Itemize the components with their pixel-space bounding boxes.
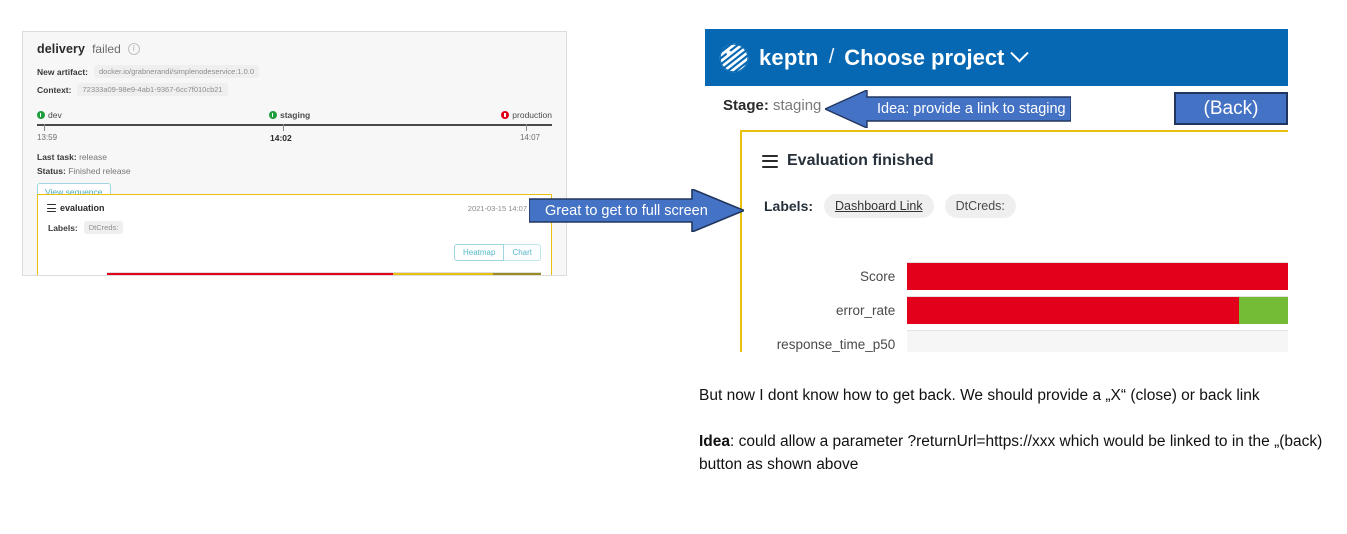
evaluation-labels-row: Labels: Dashboard Link DtCreds: (764, 194, 1288, 218)
evaluation-card-header: evaluation 2021-03-15 14:07 (46, 203, 541, 213)
heatmap-segment-warning[interactable] (393, 273, 494, 275)
last-task-value: release (79, 152, 107, 162)
timeline-tick (283, 124, 284, 131)
callout-great-to-get-to-full-screen: Great to get to full screen (529, 189, 744, 232)
status-row: Status: Finished release (37, 166, 552, 176)
last-task-row: Last task: release (37, 152, 552, 162)
arrow-right-shape (529, 189, 744, 232)
timeline-stage-dev[interactable]: dev (37, 110, 62, 120)
timeline-tick (526, 124, 527, 131)
arrow-left-shape (825, 90, 1071, 128)
project-selector-label: Choose project (844, 44, 1005, 70)
sequence-status: failed (92, 42, 121, 56)
heatmap-chart-toggle: Heatmap Chart (453, 244, 541, 261)
stage-row: Stage: staging (723, 97, 821, 114)
dot-red-icon (501, 111, 510, 119)
context-row: Context: 72333a09-98e9-4ab1-9367-6cc7f01… (37, 83, 552, 96)
heatmap-segment-fail[interactable] (107, 273, 394, 275)
callout-text: Great to get to full screen (545, 202, 708, 219)
note-idea-bold: Idea (699, 433, 731, 451)
traffic-light-icon (46, 203, 57, 213)
breadcrumb-separator: / (828, 46, 835, 68)
label-chip[interactable]: DtCreds: (83, 221, 124, 234)
heatmap-row-track[interactable] (907, 262, 1288, 290)
heatmap-row-error-rate: error_rate (764, 296, 1288, 324)
context-label: Context: (37, 84, 72, 95)
labels-label: Labels: (48, 222, 78, 233)
stage-value: staging (773, 97, 822, 114)
last-task-label: Last task: (37, 152, 77, 162)
dot-green-icon (37, 111, 45, 119)
heatmap-row-label: Score (860, 268, 896, 284)
stage-time: 14:02 (270, 133, 292, 143)
info-icon[interactable]: i (127, 43, 140, 55)
timeline-stage-production[interactable]: production (501, 110, 552, 120)
evaluation-title: evaluation (60, 203, 105, 213)
heatmap-row-track[interactable] (107, 272, 541, 275)
heatmap-row-track[interactable] (907, 330, 1288, 352)
label-chip-dtcreds[interactable]: DtCreds: (944, 194, 1016, 218)
callout-idea-link-to-staging: Idea: provide a link to staging (825, 90, 1071, 128)
context-value: 72333a09-98e9-4ab1-9367-6cc7f010cb21 (77, 83, 228, 96)
heatmap-chart-toggle-wrap: Heatmap Chart (48, 244, 541, 261)
traffic-light-icon (761, 153, 779, 170)
status-value: Finished release (68, 166, 131, 176)
heatmap-segment-muted[interactable] (493, 273, 541, 275)
heatmap-row-response-time-p50: response_time_p50 (764, 330, 1288, 352)
stage-time: 14:07 (519, 133, 540, 142)
callout-text: Idea: provide a link to staging (877, 101, 1066, 117)
stage-label: staging (280, 110, 311, 120)
evaluation-card: evaluation 2021-03-15 14:07 Labels: DtCr… (37, 194, 552, 275)
heatmap-row-label: Score (48, 275, 107, 276)
heatmap-segment-pass[interactable] (1238, 297, 1288, 324)
note-idea-returnurl: Idea: could allow a parameter ?returnUrl… (699, 431, 1339, 476)
labels-label: Labels: (764, 198, 814, 214)
evaluation-card-header: Evaluation finished (761, 152, 1288, 170)
project-selector[interactable]: Choose project (844, 44, 1030, 71)
toggle-chart-button[interactable]: Chart (504, 244, 541, 261)
evaluation-title-group: evaluation (46, 203, 105, 213)
stage-label: production (512, 110, 552, 120)
left-screenshot-panel: delivery failed i New artifact: docker.i… (22, 31, 567, 276)
heatmap-row-track[interactable] (907, 296, 1288, 324)
heatmap-segment-empty[interactable] (907, 331, 1288, 352)
new-artifact-value: docker.io/grabnerandi/simplenodeservice:… (94, 65, 260, 78)
app-brand-name: keptn (759, 44, 819, 70)
new-artifact-row: New artifact: docker.io/grabnerandi/simp… (37, 65, 552, 78)
note-idea-rest: : could allow a parameter ?returnUrl=htt… (699, 433, 1323, 473)
timeline-line (37, 124, 552, 126)
stage-time: 13:59 (37, 133, 58, 142)
heatmap-segment-fail[interactable] (907, 263, 1288, 290)
back-button[interactable]: (Back) (1174, 92, 1288, 125)
stage-timeline: dev 13:59 staging 14:02 production 14:07 (37, 110, 552, 148)
right-screenshot-panel: keptn / Choose project Stage: staging Ev… (705, 29, 1288, 352)
keptn-logo-icon[interactable] (719, 43, 749, 73)
heatmap-row-score: Score (48, 272, 541, 275)
toggle-heatmap-button[interactable]: Heatmap (453, 244, 505, 261)
note-get-back: But now I dont know how to get back. We … (699, 387, 1260, 404)
sequence-title-row: delivery failed i (37, 42, 552, 56)
status-label: Status: (37, 166, 66, 176)
heatmap-row-label: response_time_p50 (776, 336, 896, 352)
sequence-name: delivery (37, 42, 86, 56)
chevron-down-icon (1010, 44, 1030, 63)
heatmap-row-score: Score (764, 262, 1288, 290)
evaluation-labels-row: Labels: DtCreds: (48, 221, 541, 234)
timeline-stage-staging[interactable]: staging (269, 110, 310, 120)
heatmap-row-label: error_rate (836, 302, 896, 318)
evaluation-card-title: Evaluation finished (787, 152, 934, 169)
evaluation-date: 2021-03-15 14:07 (467, 203, 527, 213)
label-chip-dashboard-link[interactable]: Dashboard Link (824, 194, 934, 218)
new-artifact-label: New artifact: (37, 66, 89, 77)
heatmap-segment-fail[interactable] (907, 297, 1239, 324)
timeline-tick (44, 124, 45, 131)
evaluation-heatmap: Score error_rate response_time_p50 (764, 262, 1288, 352)
dot-green-icon (269, 111, 277, 119)
notes-block: But now I dont know how to get back. We … (699, 385, 1339, 476)
stage-label: Stage: (723, 97, 769, 114)
stage-label: dev (48, 110, 62, 120)
keptn-app-header: keptn / Choose project (705, 29, 1288, 86)
evaluation-finished-card: Evaluation finished Labels: Dashboard Li… (740, 130, 1288, 352)
